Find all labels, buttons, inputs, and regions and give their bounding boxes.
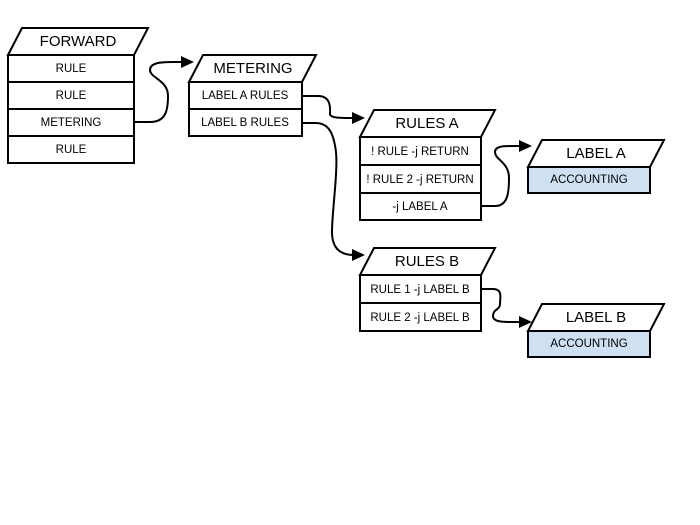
rule-box[interactable]: [359, 136, 482, 166]
rule-label: RULE 1 -j LABEL B: [370, 284, 470, 296]
rule-box-accounting[interactable]: [527, 330, 651, 358]
chain-header-label-forward: FORWARD: [40, 33, 117, 50]
chain-label-a[interactable]: LABEL A ACCOUNTING: [526, 139, 666, 194]
chain-rules-a[interactable]: RULES A ! RULE -j RETURN ! RULE 2 -j RET…: [358, 109, 497, 221]
chain-forward[interactable]: FORWARD RULE RULE METERING RULE: [6, 27, 150, 164]
rule-label: LABEL B RULES: [201, 117, 289, 129]
rule-box-jump-label-a[interactable]: [359, 192, 482, 221]
rule-box[interactable]: [359, 164, 482, 194]
rule-box[interactable]: [7, 135, 135, 164]
rule-label: ACCOUNTING: [550, 338, 627, 350]
chain-rules-b[interactable]: RULES B RULE 1 -j LABEL B RULE 2 -j LABE…: [358, 247, 497, 332]
rule-label: METERING: [41, 117, 102, 129]
chain-metering[interactable]: METERING LABEL A RULES LABEL B RULES: [187, 54, 318, 137]
arrow-head-icon: [519, 140, 532, 152]
chain-header-label-label-a: LABEL A: [566, 145, 626, 162]
connector-jump-label-a: [481, 140, 532, 207]
rule-label: -j LABEL A: [392, 201, 448, 213]
arrow-head-icon: [519, 316, 532, 328]
connector-label-a-rules: [302, 95, 365, 124]
chain-header-label-rules-a: RULES A: [395, 115, 458, 132]
chain-header-label-rules-b: RULES B: [395, 253, 459, 270]
rule-box-rule-2[interactable]: [359, 302, 482, 332]
rule-label: ! RULE -j RETURN: [371, 146, 469, 158]
rule-label: RULE: [56, 144, 87, 156]
rule-box[interactable]: [7, 54, 135, 83]
rule-label: RULE: [56, 90, 87, 102]
chain-label-b[interactable]: LABEL B ACCOUNTING: [526, 303, 666, 358]
rule-label: RULE: [56, 63, 87, 75]
arrow-head-icon: [352, 112, 365, 124]
chain-header-label-metering: METERING: [213, 60, 292, 77]
arrow-head-icon: [352, 249, 365, 261]
rule-label: RULE 2 -j LABEL B: [370, 312, 470, 324]
rule-label: ! RULE 2 -j RETURN: [366, 174, 473, 186]
connector-forward-metering: [134, 56, 194, 123]
rule-label: ACCOUNTING: [550, 174, 627, 186]
chain-header-label-label-b: LABEL B: [566, 309, 626, 326]
rule-box-accounting[interactable]: [527, 166, 651, 194]
connector-rule-1-label-b: [481, 288, 532, 328]
rule-label: LABEL A RULES: [202, 90, 289, 102]
connector-label-b-rules: [302, 122, 365, 261]
arrow-head-icon: [181, 56, 194, 68]
